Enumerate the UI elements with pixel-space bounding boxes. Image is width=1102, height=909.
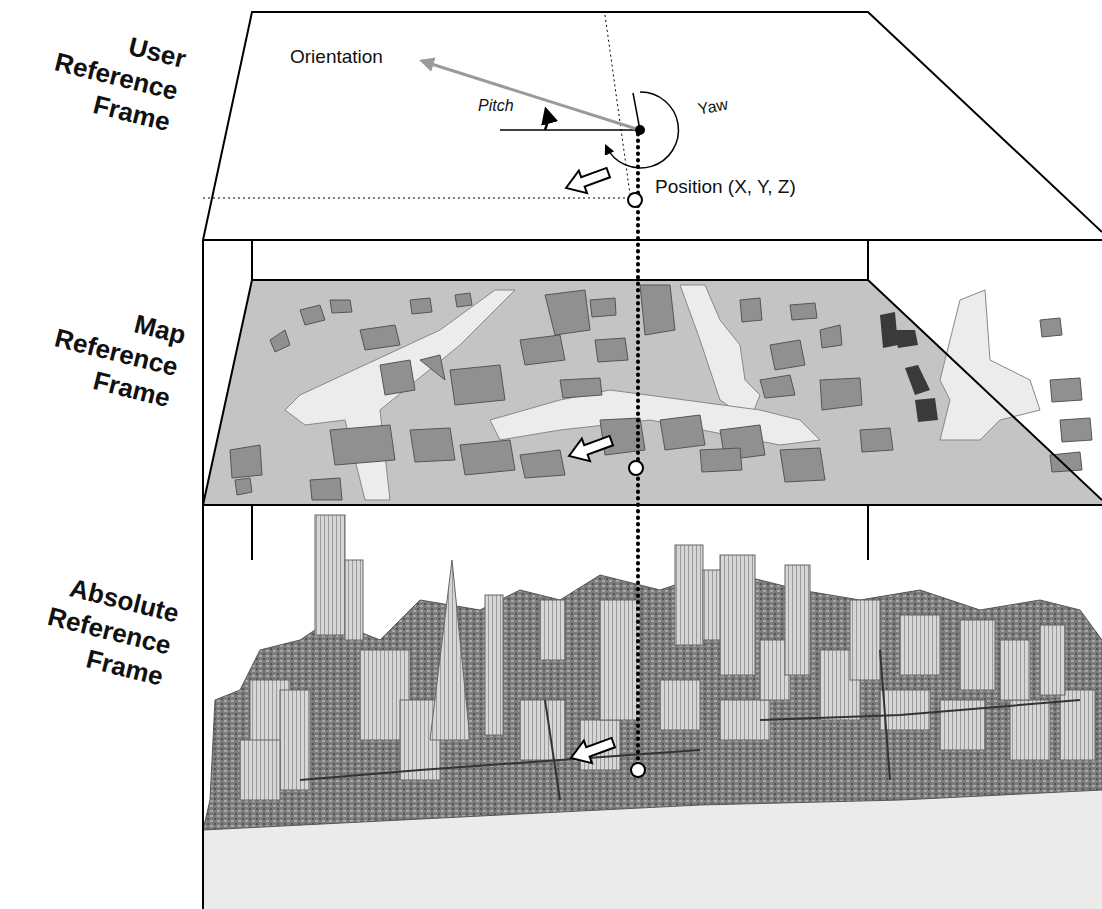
city-model <box>203 515 1102 909</box>
reference-plane: Absolute Reference Frame <box>0 505 1102 909</box>
plane-outline <box>0 505 1102 909</box>
position-projection <box>636 134 640 765</box>
position-markers <box>562 161 645 777</box>
map-plane <box>203 280 1102 505</box>
reference-plane: User Reference Frame <box>0 0 1102 240</box>
frame-heading: Absolute Reference Frame <box>0 558 182 693</box>
annotation-label: Yaw <box>697 96 730 119</box>
annotation-label: Position (X, Y, Z) <box>655 176 796 198</box>
frame-heading: User Reference Frame <box>1 3 190 139</box>
reference-plane: Map Reference Frame <box>0 240 1102 505</box>
frame-heading: Map Reference Frame <box>1 279 190 415</box>
user-point <box>635 125 645 135</box>
user-plane <box>203 12 1102 240</box>
annotation-label: Pitch <box>478 97 514 115</box>
annotation-label: Orientation <box>290 46 383 68</box>
